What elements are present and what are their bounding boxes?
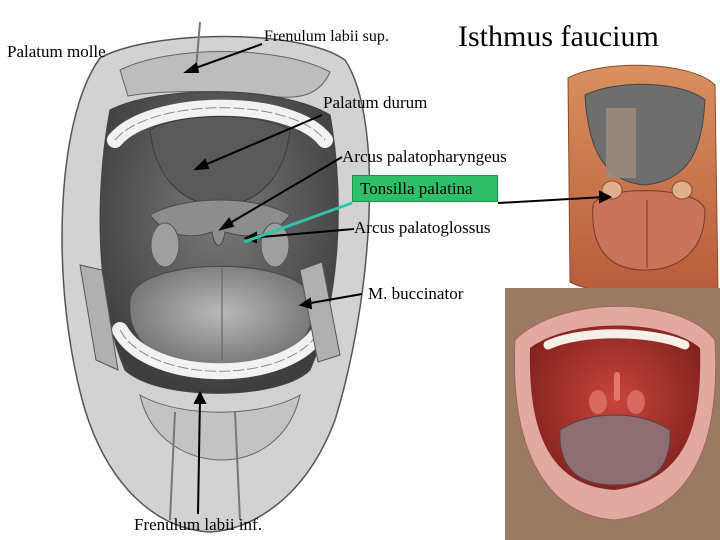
label-m-buccinator: M. buccinator xyxy=(368,284,464,303)
mouth-photograph xyxy=(505,288,720,540)
leader-tonsilla-to-color xyxy=(497,196,606,204)
arrowhead-palatum-durum xyxy=(193,158,210,171)
leader-palatum-durum xyxy=(199,114,323,168)
label-tonsilla-palatina: Tonsilla palatina xyxy=(360,179,473,198)
leader-arcus-palatoglossus xyxy=(249,228,355,239)
leader-lines xyxy=(183,43,613,515)
leader-frenulum-labii-sup xyxy=(189,43,263,71)
tonsil-teal-pointer xyxy=(243,201,353,244)
label-palatum-molle: Palatum molle xyxy=(7,42,106,61)
leader-arcus-palatopharyngeus xyxy=(224,156,343,227)
label-isthmus-faucium: Isthmus faucium xyxy=(458,20,659,53)
label-palatum-durum: Palatum durum xyxy=(323,93,428,112)
label-frenulum-labii-sup: Frenulum labii sup. xyxy=(264,28,389,45)
tonsilla-palatina-box xyxy=(352,175,498,202)
arrowhead-arcus-palatopharyngeus xyxy=(218,217,235,231)
label-frenulum-labii-inf: Frenulum labii inf. xyxy=(134,515,262,534)
label-arcus-palatopharyngeus: Arcus palatopharyngeus xyxy=(342,147,507,166)
arrowhead-tonsilla-to-color xyxy=(599,190,613,204)
leader-m-buccinator xyxy=(304,293,363,305)
gray-mouth-illustration xyxy=(61,21,371,533)
arrowhead-frenulum-labii-sup xyxy=(183,62,200,73)
arrowhead-m-buccinator xyxy=(298,297,313,310)
leader-frenulum-labii-inf xyxy=(197,397,201,515)
arrowhead-frenulum-labii-inf xyxy=(193,390,207,404)
color-mouth-illustration xyxy=(567,64,719,297)
label-arcus-palatoglossus: Arcus palatoglossus xyxy=(354,218,491,237)
